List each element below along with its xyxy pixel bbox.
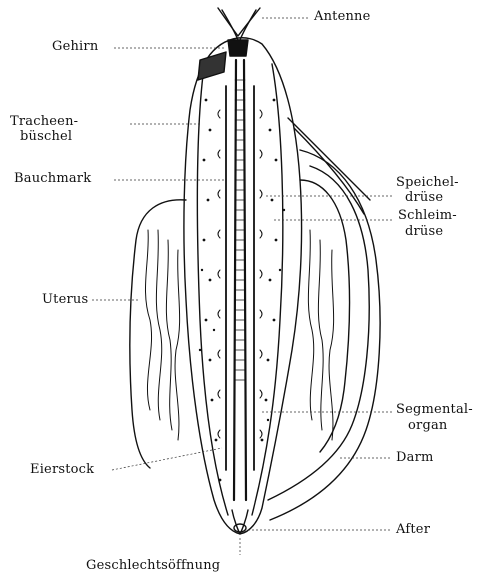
label-speichel-2: drüse	[405, 190, 443, 205]
label-geschlechtsoeffnung: Geschlechtsöffnung	[86, 558, 220, 573]
uterus-right	[300, 180, 350, 452]
label-speichel-1: Speichel-	[396, 175, 459, 190]
antenna-drawing	[218, 8, 260, 36]
label-darm: Darm	[396, 450, 434, 465]
label-bauchmark: Bauchmark	[14, 171, 91, 186]
label-gehirn: Gehirn	[52, 39, 98, 54]
body-outline	[184, 38, 302, 534]
label-uterus: Uterus	[42, 292, 88, 307]
label-eierstock: Eierstock	[30, 462, 94, 477]
label-schleim-2: drüse	[405, 224, 443, 239]
label-segmental-1: Segmental-	[396, 402, 473, 417]
gut	[270, 150, 380, 520]
label-segmental-2: organ	[408, 418, 448, 433]
label-after: After	[396, 522, 430, 537]
label-tracheen-1: Tracheen-	[10, 114, 78, 129]
label-tracheen-2: büschel	[20, 129, 72, 144]
label-schleim-1: Schleim-	[398, 208, 457, 223]
label-antenne: Antenne	[314, 9, 371, 24]
